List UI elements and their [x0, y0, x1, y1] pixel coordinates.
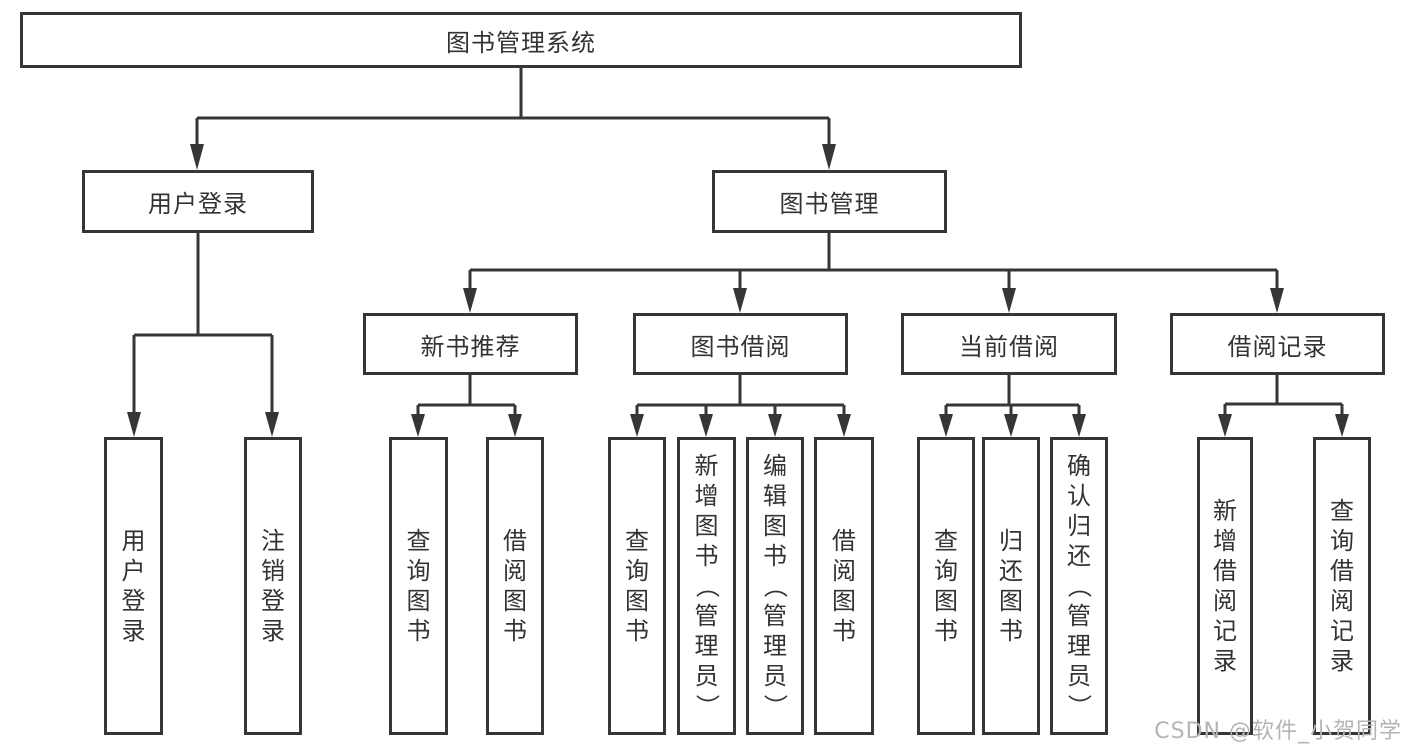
leaf-bb-query-books: 查询图书 — [608, 437, 666, 735]
node-current-borrow: 当前借阅 — [901, 313, 1117, 375]
node-borrow-records: 借阅记录 — [1170, 313, 1385, 375]
leaf-cb-confirm-return-admin-label: 确认归还（管理员） — [1065, 452, 1093, 718]
leaf-nbr-borrow-books: 借阅图书 — [486, 437, 544, 735]
node-new-book-recommend-label: 新书推荐 — [420, 332, 521, 361]
leaf-cb-confirm-return-admin: 确认归还（管理员） — [1050, 437, 1108, 735]
leaf-br-add-record: 新增借阅记录 — [1197, 437, 1253, 735]
leaf-bb-borrow-books: 借阅图书 — [814, 437, 874, 735]
leaf-logout-label: 注销登录 — [261, 527, 285, 645]
node-new-book-recommend: 新书推荐 — [363, 313, 578, 375]
leaf-br-add-record-label: 新增借阅记录 — [1213, 497, 1237, 675]
leaf-cb-return-books-label: 归还图书 — [999, 527, 1023, 645]
node-book-borrow: 图书借阅 — [633, 313, 848, 375]
leaf-logout: 注销登录 — [244, 437, 302, 735]
leaf-nbr-query-books: 查询图书 — [389, 437, 448, 735]
node-user-login-label: 用户登录 — [148, 190, 248, 218]
leaf-bb-query-books-label: 查询图书 — [625, 527, 649, 645]
leaf-bb-add-books-admin-label: 新增图书（管理员） — [692, 452, 721, 718]
leaf-br-query-record-label: 查询借阅记录 — [1330, 497, 1354, 675]
node-book-management: 图书管理 — [712, 170, 947, 233]
leaf-user-login: 用户登录 — [104, 437, 163, 735]
leaf-cb-query-books-label: 查询图书 — [934, 527, 958, 645]
node-root-label: 图书管理系统 — [446, 28, 596, 57]
leaf-br-query-record: 查询借阅记录 — [1313, 437, 1371, 735]
leaf-bb-edit-books-admin: 编辑图书（管理员） — [746, 437, 804, 735]
leaf-bb-edit-books-admin-label: 编辑图书（管理员） — [761, 452, 789, 718]
node-current-borrow-label: 当前借阅 — [959, 332, 1059, 361]
node-user-login: 用户登录 — [82, 170, 314, 233]
csdn-watermark: CSDN @软件_小贺同学 — [1154, 719, 1402, 744]
leaf-bb-borrow-books-label: 借阅图书 — [832, 527, 856, 645]
leaf-nbr-borrow-books-label: 借阅图书 — [503, 527, 527, 645]
arrowheads — [127, 144, 1349, 437]
node-borrow-records-label: 借阅记录 — [1227, 332, 1328, 361]
node-root: 图书管理系统 — [20, 12, 1022, 68]
node-book-borrow-label: 图书借阅 — [690, 332, 791, 361]
leaf-bb-add-books-admin: 新增图书（管理员） — [677, 437, 736, 735]
leaf-user-login-label: 用户登录 — [121, 527, 146, 645]
leaf-cb-query-books: 查询图书 — [917, 437, 975, 735]
leaf-nbr-query-books-label: 查询图书 — [406, 527, 431, 645]
leaf-cb-return-books: 归还图书 — [982, 437, 1040, 735]
node-book-management-label: 图书管理 — [779, 190, 880, 218]
